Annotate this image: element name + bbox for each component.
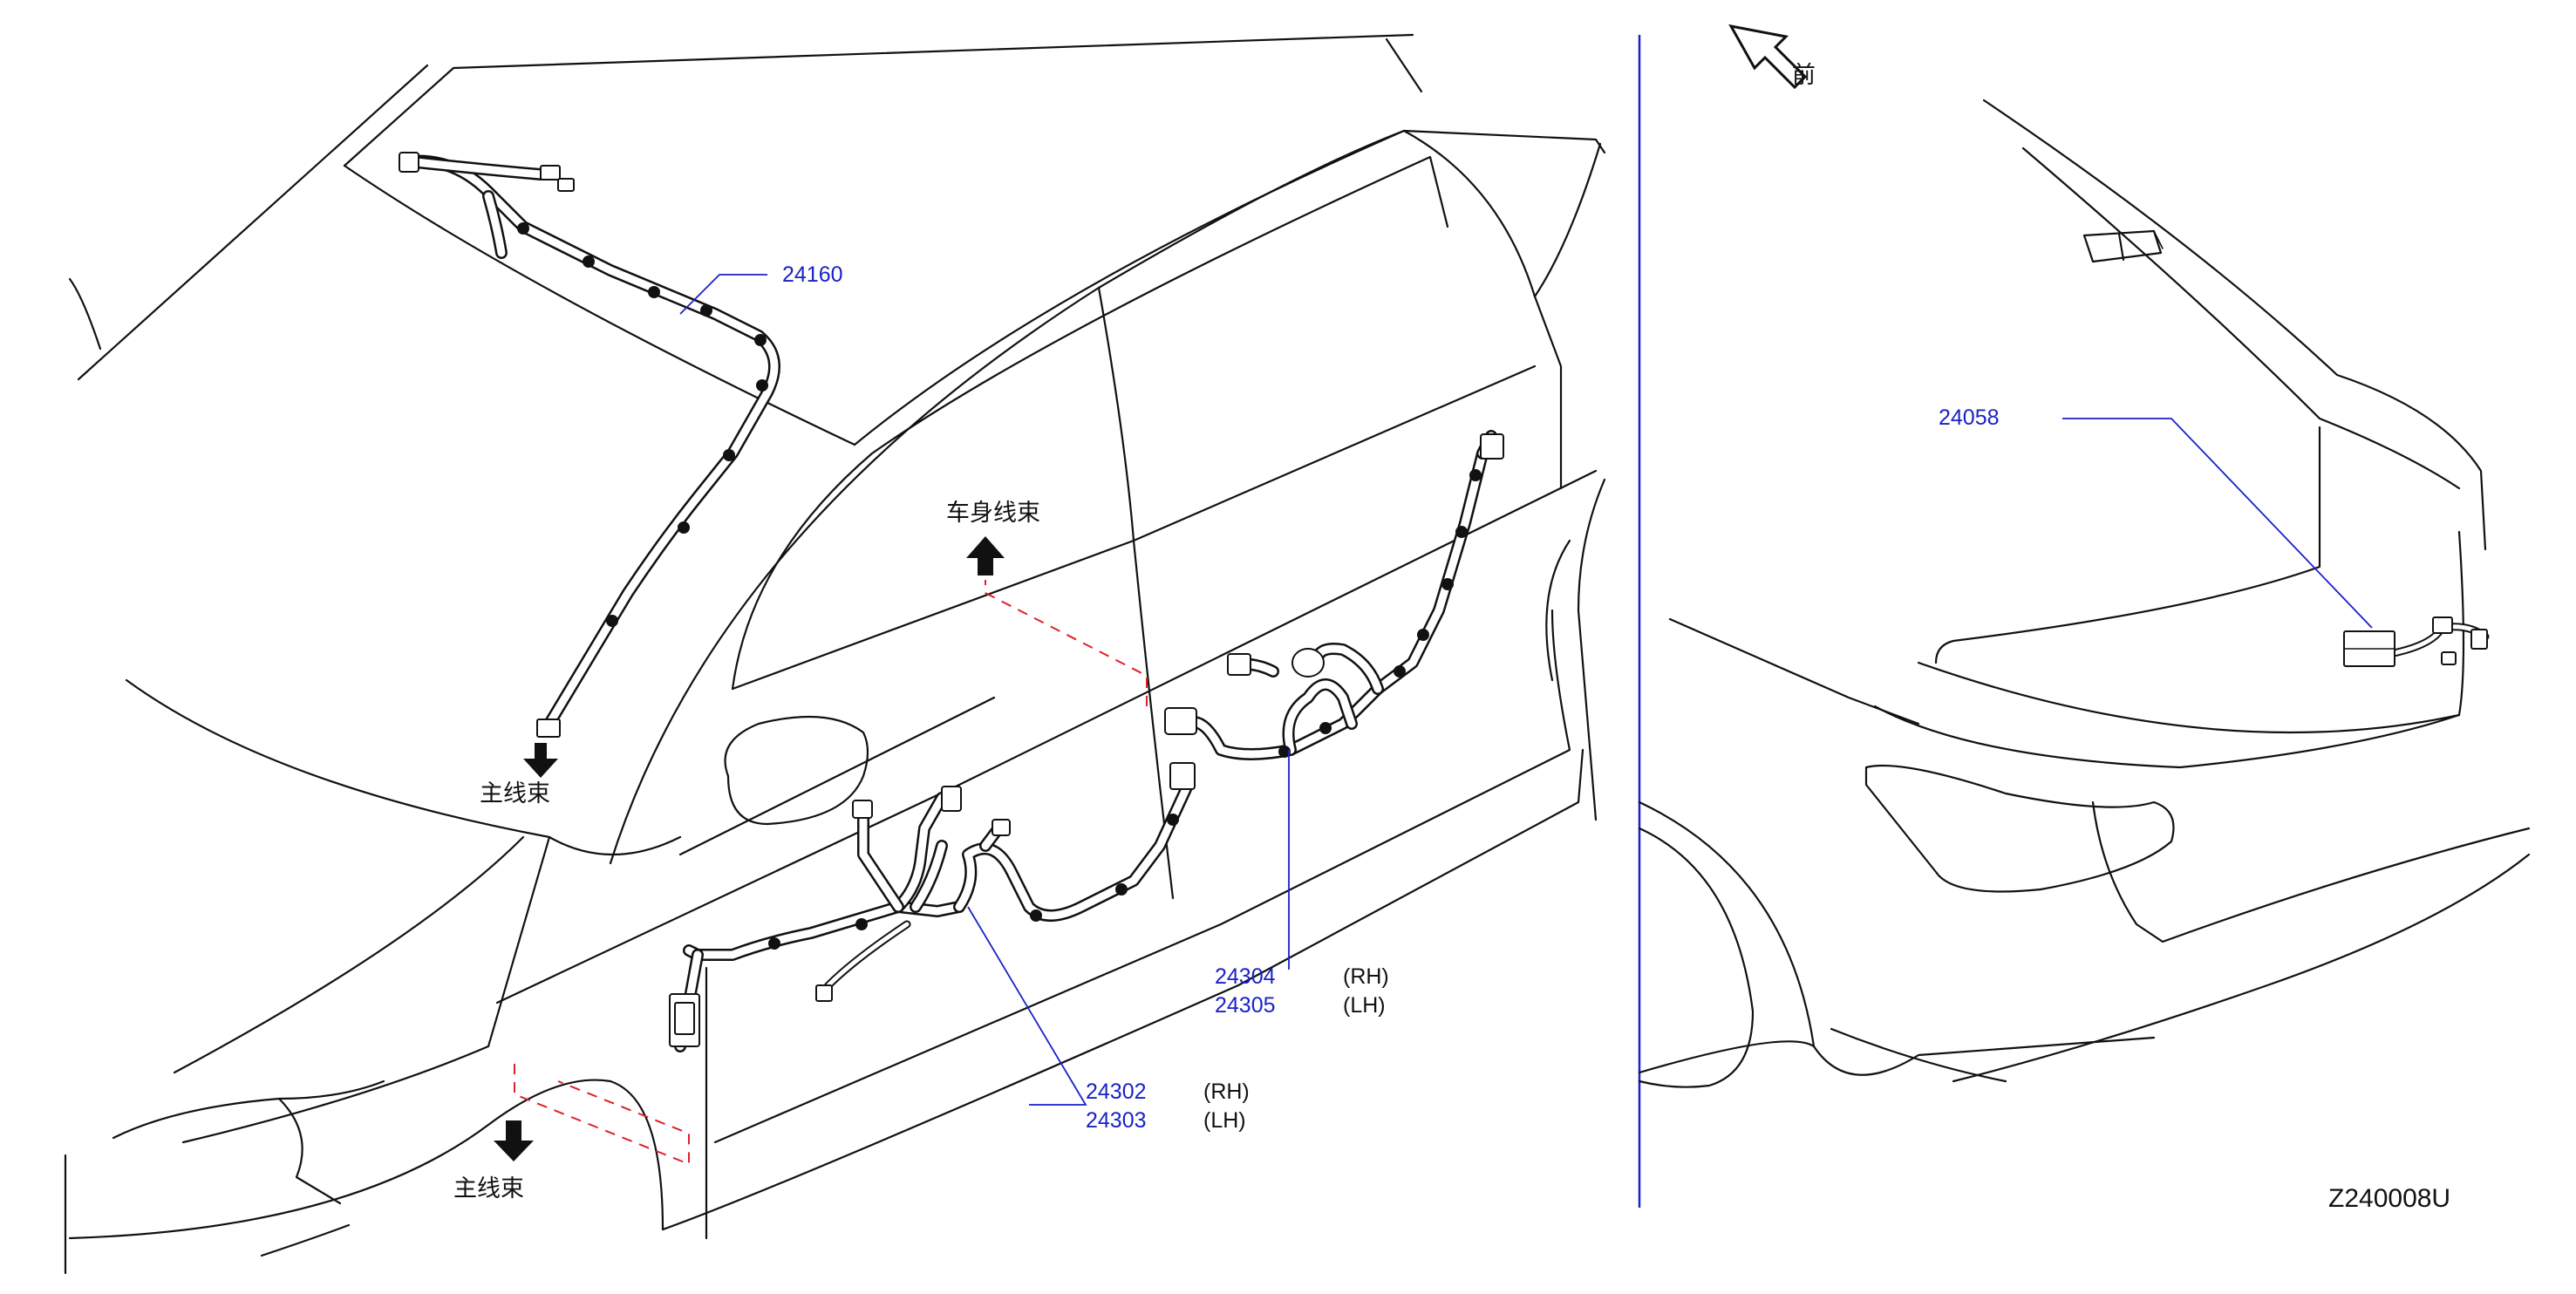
front-direction-icon [1728, 24, 1808, 90]
vehicle-rear-outline-right [1638, 99, 2531, 1088]
route-arrow-icon-body [966, 536, 1005, 575]
connector-24160-end [536, 719, 561, 738]
route-arrow-icon-top-main [523, 743, 558, 778]
part-code-24305: 24305 [1215, 993, 1276, 1018]
harness-route-dashes [514, 580, 1148, 1166]
route-arrow-icon-bottom-main [494, 1120, 534, 1161]
side-label-24302: (RH) [1203, 1079, 1250, 1104]
part-code-24160: 24160 [782, 262, 843, 287]
main-harness-label-top: 主线束 [480, 780, 550, 807]
side-label-24305: (LH) [1343, 993, 1386, 1018]
part-code-24304: 24304 [1215, 964, 1276, 989]
callout-leaders [679, 274, 2373, 1106]
part-code-24302: 24302 [1086, 1079, 1147, 1104]
side-label-24304: (RH) [1343, 964, 1389, 989]
part-code-24303: 24303 [1086, 1108, 1147, 1133]
harness-24058 [2343, 616, 2490, 667]
front-direction-label: 前 [1792, 62, 1816, 89]
body-harness-label: 车身线束 [946, 500, 1040, 527]
vehicle-body-outline-left [64, 33, 1606, 1275]
figure-code: Z240008U [2328, 1184, 2451, 1213]
side-label-24303: (LH) [1203, 1108, 1246, 1133]
harness-24160 [399, 152, 780, 738]
harness-24304-24305 [1164, 430, 1504, 760]
part-code-24058: 24058 [1939, 405, 2000, 430]
harness-24302-24303 [669, 762, 1196, 1052]
main-harness-label-bottom: 主线束 [453, 1175, 524, 1202]
